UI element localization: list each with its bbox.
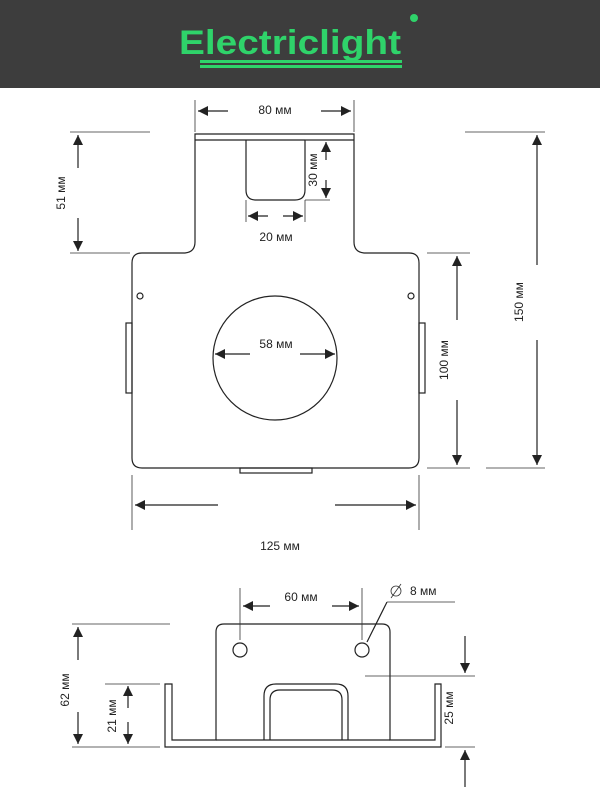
dim-slot-width: 20 мм (259, 230, 292, 244)
dim-inner-height: 21 мм (105, 699, 119, 732)
header-bar (0, 0, 600, 88)
logo-dot (410, 14, 418, 22)
center-slot (263, 683, 349, 740)
dim-tab-height: 51 мм (54, 176, 68, 209)
logo-underline-2 (200, 65, 402, 68)
screw-hole-left (136, 292, 144, 300)
side-tab-left (125, 322, 133, 394)
center-hole (212, 295, 338, 421)
dim-hole-spacing: 60 мм (284, 590, 317, 604)
dim-side-height: 62 мм (58, 673, 72, 706)
side-tab-right (418, 322, 426, 394)
logo-underline-1 (200, 60, 402, 63)
dim-slot-height: 30 мм (306, 153, 320, 186)
mount-hole-right (354, 642, 370, 658)
diameter-symbol (390, 585, 402, 597)
dim-top-width: 80 мм (258, 103, 291, 117)
dim-plate-height: 100 мм (437, 340, 451, 380)
dim-plate-width: 125 мм (260, 539, 300, 553)
dim-hole-diameter: 58 мм (259, 337, 292, 351)
front-outline (164, 623, 442, 748)
slot-outline (245, 140, 306, 201)
dim-total-height: 150 мм (512, 282, 526, 322)
electriclight-logo: Electriclight (179, 14, 418, 68)
bracket-outline (131, 133, 420, 469)
dim-flange-height: 25 мм (442, 691, 456, 724)
dim-mount-hole: 8 мм (410, 584, 437, 598)
top-view: 80 мм 30 мм 20 мм 51 мм 150 мм 100 мм (54, 100, 545, 553)
front-view: 60 мм 8 мм 62 мм 21 мм 25 мм (58, 583, 475, 787)
mount-hole-left (232, 642, 248, 658)
screw-hole-right (407, 292, 415, 300)
technical-drawing: 80 мм 30 мм 20 мм 51 мм 150 мм 100 мм (54, 100, 545, 787)
logo-wordmark: Electriclight (179, 24, 401, 62)
bottom-tab (239, 467, 313, 474)
